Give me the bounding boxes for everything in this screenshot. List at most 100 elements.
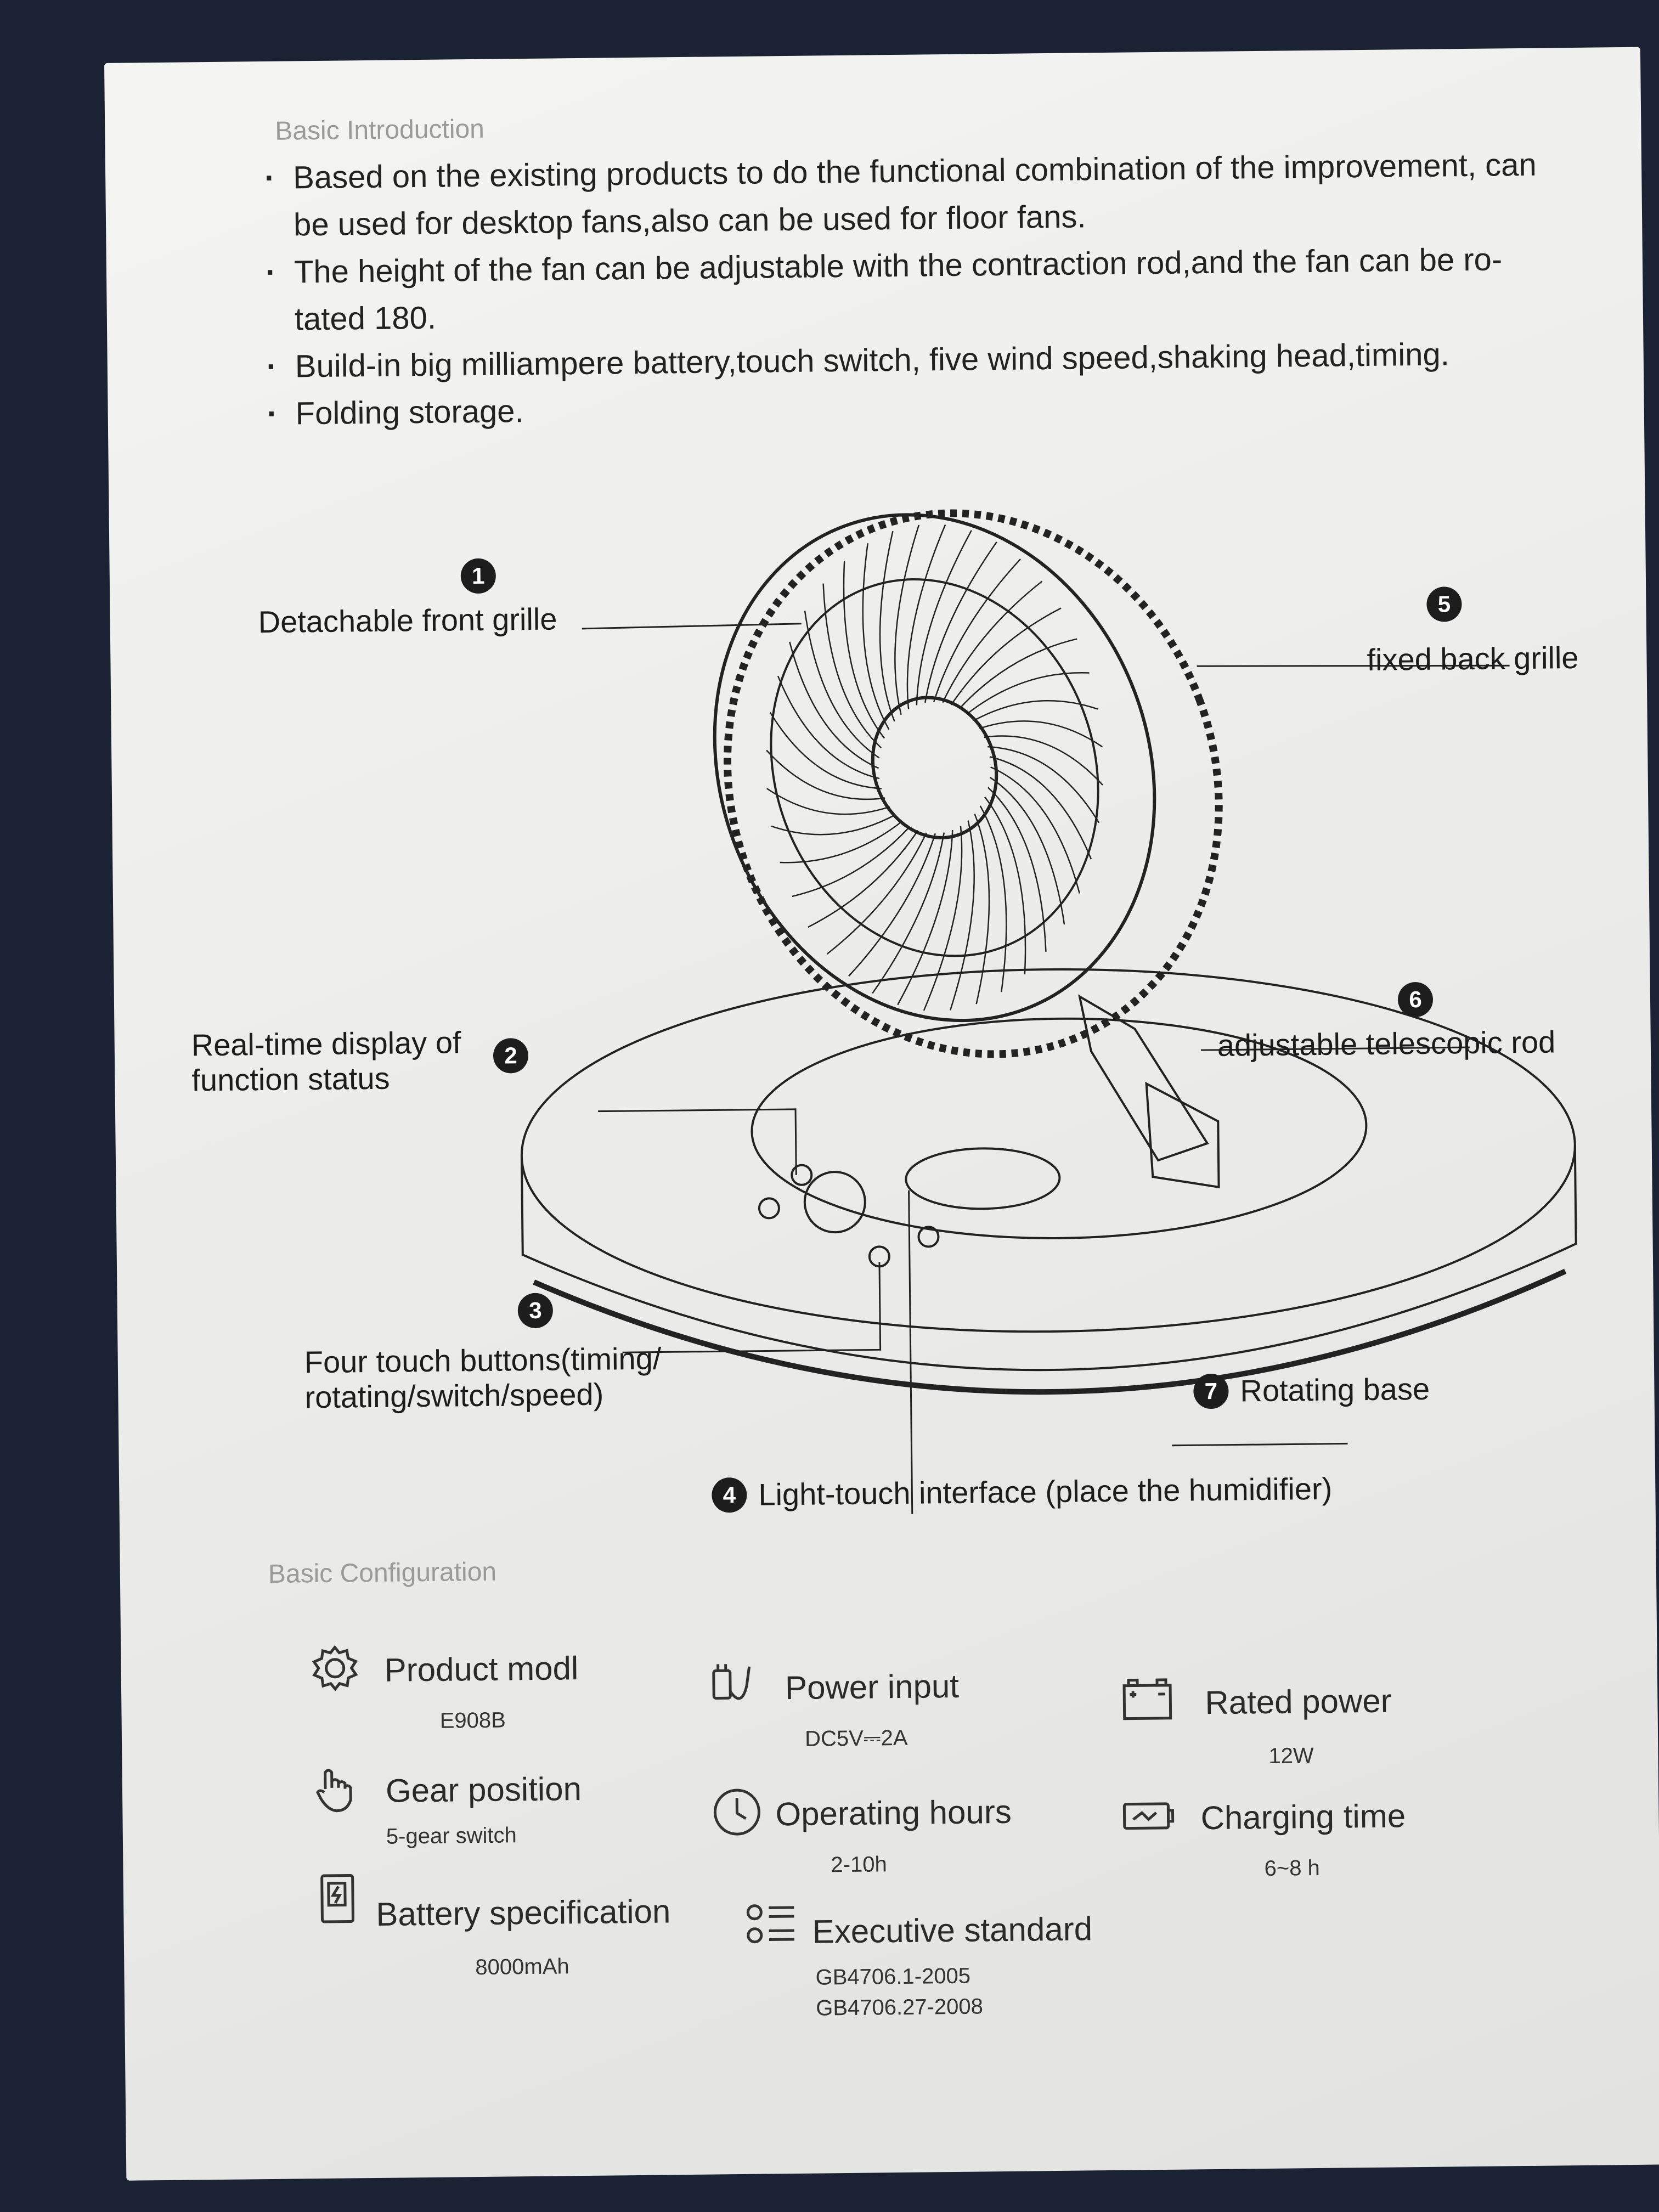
fan-blade-line xyxy=(780,820,903,864)
plug-icon xyxy=(712,1664,751,1700)
hand-touch-icon xyxy=(316,1769,352,1813)
config-title: Rated power xyxy=(1205,1682,1392,1722)
fan-blade-line xyxy=(862,543,890,730)
leader-line-7 xyxy=(1172,1442,1348,1447)
gear-icon xyxy=(312,1645,358,1691)
callout-label-3: Four touch buttons(timing/ rotating/swit… xyxy=(304,1341,662,1415)
fan-blade-line xyxy=(792,826,911,898)
callout-number-4: 4 xyxy=(712,1477,747,1513)
callout-label-4: Light-touch interface (place the humidif… xyxy=(758,1471,1333,1512)
config-title: Power input xyxy=(785,1667,960,1707)
rod-support xyxy=(1145,1081,1220,1189)
touch-button xyxy=(758,1197,780,1220)
fan-blade-line xyxy=(766,788,890,815)
config-title: Gear position xyxy=(385,1770,582,1809)
base-bottom-rim xyxy=(533,1268,1567,1395)
fan-blade-line xyxy=(916,530,972,706)
fan-blade-line xyxy=(979,805,1007,992)
config-value: E908B xyxy=(439,1708,506,1733)
fan-blade-line xyxy=(989,756,1092,860)
touch-button xyxy=(917,1226,940,1248)
display-circle xyxy=(803,1171,866,1234)
fan-blade-line xyxy=(879,531,895,722)
fan-blade-line xyxy=(974,813,990,1005)
leader-line-6 xyxy=(1200,1046,1470,1051)
fan-blade-line xyxy=(958,638,1077,709)
battery-icon xyxy=(320,1874,354,1923)
callout-number-5: 5 xyxy=(1426,586,1462,622)
fan-blade-line xyxy=(990,766,1080,894)
fan-blade-line xyxy=(949,820,975,1011)
config-value: 8000mAh xyxy=(475,1954,569,1980)
config-value: DC5V⎓2A xyxy=(804,1725,908,1751)
base-side xyxy=(520,1145,1577,1372)
base-inner-ellipse xyxy=(751,1017,1368,1239)
callout-label-6: adjustable telescopic rod xyxy=(1217,1024,1556,1063)
leader-line-4 xyxy=(908,1190,913,1514)
fan-blade-line xyxy=(789,641,879,769)
fan-blade-line xyxy=(973,699,1098,721)
config-title: Product modl xyxy=(384,1650,579,1689)
leader-line-5 xyxy=(1197,664,1510,667)
humidifier-interface xyxy=(905,1147,1061,1210)
touch-button xyxy=(791,1164,813,1186)
list-icon xyxy=(746,1904,794,1944)
fan-blade-line xyxy=(924,541,997,703)
fan-blade-line xyxy=(906,524,946,709)
fan-blade-line xyxy=(988,746,1100,823)
manual-page: Basic Introduction Based on the existing… xyxy=(104,47,1659,2181)
telescopic-rod xyxy=(1078,994,1209,1162)
config-value-secondary: GB4706.27-2008 xyxy=(815,1994,984,2021)
fan-blade-line xyxy=(822,583,882,749)
callout-label-2: Real-time display of function status xyxy=(191,1025,461,1098)
fan-blade-line xyxy=(966,672,1090,715)
fan-blade-line xyxy=(826,832,927,955)
leader-line-3 xyxy=(622,1262,882,1353)
callout-label-1: Detachable front grille xyxy=(258,601,557,640)
config-title: Charging time xyxy=(1200,1797,1406,1837)
config-heading: Basic Configuration xyxy=(268,1557,497,1589)
clock-icon xyxy=(713,1788,760,1836)
fan-blade-line xyxy=(808,830,919,928)
callout-label-7: Rotating base xyxy=(1240,1371,1430,1408)
fan-blades xyxy=(766,524,1103,1011)
fan-blade-line xyxy=(894,524,920,715)
fan-blade-line xyxy=(989,776,1065,925)
callout-number-2: 2 xyxy=(493,1038,529,1074)
charging-icon xyxy=(1122,1802,1175,1830)
battery-terminal-icon xyxy=(1122,1678,1172,1720)
config-value: 2-10h xyxy=(831,1852,888,1877)
callout-number-7: 7 xyxy=(1193,1373,1229,1409)
config-title: Operating hours xyxy=(775,1793,1012,1833)
fan-blade-line xyxy=(942,580,1043,703)
fan-blade-line xyxy=(777,675,880,780)
callout-number-1: 1 xyxy=(460,558,496,594)
fan-diagram xyxy=(520,509,1577,1514)
fan-blade-line xyxy=(771,814,896,836)
fan-blade-line xyxy=(769,712,882,789)
config-value: 5-gear switch xyxy=(386,1823,517,1849)
config-value: GB4706.1-2005 xyxy=(815,1963,971,1990)
fan-blade-line xyxy=(843,561,885,739)
config-value: 12W xyxy=(1268,1743,1314,1768)
config-title: Battery specification xyxy=(376,1893,671,1933)
callout-number-6: 6 xyxy=(1397,981,1434,1018)
fan-front-grille-mid xyxy=(770,578,1099,957)
fan-blade-line xyxy=(923,826,963,1011)
fan-blade-line xyxy=(766,749,885,800)
fan-rear-ring xyxy=(723,509,1223,1058)
leader-line-1 xyxy=(582,623,802,630)
fan-blade-line xyxy=(804,611,880,759)
fan-blade-line xyxy=(848,833,936,977)
config-title: Executive standard xyxy=(812,1910,1093,1950)
config-value: 6~8 h xyxy=(1264,1855,1321,1881)
callout-number-3: 3 xyxy=(517,1293,554,1329)
fan-blade-line xyxy=(933,558,1021,702)
fan-front-grille-outer xyxy=(713,513,1156,1023)
fan-blade-line xyxy=(984,796,1026,975)
fan-blade-line xyxy=(872,832,945,994)
callout-label-5: fixed back grille xyxy=(1367,640,1579,677)
fan-blade-line xyxy=(984,735,1103,786)
fan-blade-line xyxy=(979,720,1103,748)
fan-blade-line xyxy=(950,607,1062,706)
